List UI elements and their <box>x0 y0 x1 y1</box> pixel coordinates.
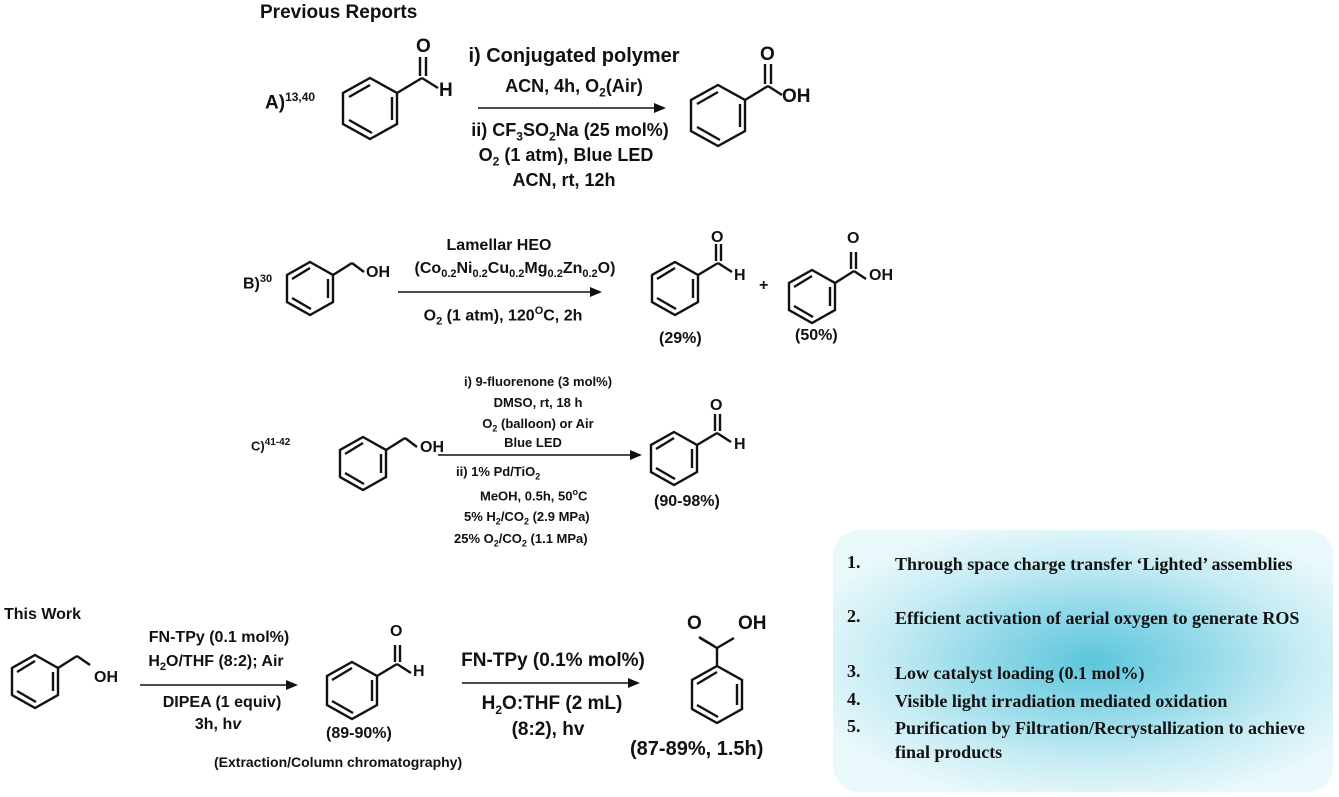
highlight-number: 3. <box>847 661 861 681</box>
this-work-purification-note: (Extraction/Column chromatography) <box>214 754 463 770</box>
scheme-b-product1-oxygen: O <box>711 229 724 246</box>
benzaldehyde-structure-c <box>649 414 732 487</box>
scheme-b-product2-yield: (50%) <box>795 327 838 344</box>
scheme-a-condition-ii-light: O2 (1 atm), Blue LED <box>478 145 654 169</box>
scheme-b-product2-hydroxyl: OH <box>869 267 893 284</box>
benzaldehyde-structure-this-work <box>325 645 412 721</box>
scheme-b-label: B)30 <box>243 273 273 293</box>
highlight-text: Purification by Filtration/Recrystalliza… <box>895 718 1305 762</box>
scheme-a-label: A)13,40 <box>265 90 316 114</box>
scheme-c-condition-i-solvent: DMSO, rt, 18 h <box>493 395 583 410</box>
step1-time-light: 3h, hv <box>194 716 242 733</box>
heading-previous-reports: Previous Reports <box>260 2 418 23</box>
benzyl-alcohol-structure-b <box>285 260 365 317</box>
scheme-c-condition-i-catalyst: i) 9-fluorenone (3 mol%) <box>463 374 613 389</box>
step2-catalyst: FN-TPy (0.1% mol%) <box>461 650 645 671</box>
scheme-a-condition-i: i) Conjugated polymer <box>468 45 680 67</box>
scheme-a-condition-ii-solvent: ACN, rt, 12h <box>512 170 616 190</box>
reaction-arrow-b <box>398 287 602 297</box>
benzaldehyde-structure-b <box>650 244 733 317</box>
scheme-c-condition-ii-o2: 25% O2/CO2 (1.1 MPa) <box>454 531 588 549</box>
this-work-start-hydroxyl: OH <box>94 669 118 686</box>
scheme-b-start-hydroxyl: OH <box>366 264 390 281</box>
scheme-b-catalyst-formula: (Co0.2Ni0.2Cu0.2Mg0.2Zn0.2O) <box>414 260 616 281</box>
scheme-a-start-oxygen: O <box>416 36 431 57</box>
this-work-intermediate-yield: (89-90%) <box>326 725 392 742</box>
scheme-c-product-oxygen: O <box>710 397 723 414</box>
highlight-number: 5. <box>847 716 861 736</box>
highlight-number: 4. <box>847 689 861 709</box>
scheme-a-start-hydrogen: H <box>439 80 453 101</box>
heading-this-work: This Work <box>4 606 82 623</box>
scheme-c-product-hydrogen: H <box>734 436 746 453</box>
scheme-b-product1-hydrogen: H <box>734 267 746 284</box>
highlights-panel: 1. Through space charge transfer ‘Lighte… <box>833 530 1333 792</box>
step2-solvent: H2O:THF (2 mL) <box>481 693 623 717</box>
reaction-arrow-a <box>478 103 666 113</box>
benzoic-acid-structure-a <box>689 64 783 148</box>
reaction-arrow-step1 <box>140 680 298 690</box>
scheme-c-condition-ii-catalyst: ii) 1% Pd/TiO2 <box>456 464 541 482</box>
highlight-text: Low catalyst loading (0.1 mol%) <box>895 663 1145 683</box>
scheme-b-catalyst-name: Lamellar HEO <box>446 237 552 254</box>
highlight-text: Through space charge transfer ‘Lighted’ … <box>895 554 1293 574</box>
highlight-text: Efficient activation of aerial oxygen to… <box>895 608 1300 628</box>
this-work-intermediate-oxygen: O <box>390 623 403 640</box>
scheme-a-product-hydroxyl: OH <box>782 86 811 107</box>
step1-catalyst: FN-TPy (0.1 mol%) <box>148 629 290 646</box>
step2-ratio-light: (8:2), hv <box>511 719 585 740</box>
step1-solvent: H2O/THF (8:2); Air <box>148 653 284 674</box>
this-work-intermediate-hydrogen: H <box>413 663 425 680</box>
scheme-c-condition-ii-h2: 5% H2/CO2 (2.9 MPa) <box>464 509 590 527</box>
scheme-a-condition-i-solvent: ACN, 4h, O2(Air) <box>505 76 643 100</box>
scheme-b-product1-yield: (29%) <box>659 330 702 347</box>
scheme-b-conditions: O2 (1 atm), 120OC, 2h <box>423 305 583 328</box>
scheme-a-condition-ii-reagent: ii) CF3SO2Na (25 mol%) <box>471 120 669 144</box>
scheme-b-plus: + <box>759 277 769 294</box>
benzaldehyde-structure-a <box>341 57 439 141</box>
benzyl-alcohol-structure-this-work <box>10 653 91 710</box>
scheme-a-product-oxygen: O <box>760 44 775 65</box>
scheme-c-label: C)41-42 <box>251 437 291 454</box>
highlight-text: Visible light irradiation mediated oxida… <box>895 691 1228 711</box>
step1-base: DIPEA (1 equiv) <box>162 694 282 711</box>
scheme-b-product2-oxygen: O <box>847 230 860 247</box>
benzyl-alcohol-structure-c <box>338 435 418 492</box>
reaction-arrow-step2 <box>462 678 640 688</box>
this-work-product-hydroxyl: OH <box>738 613 767 634</box>
benzoic-acid-structure-this-work <box>690 635 744 725</box>
benzoic-acid-structure-b <box>787 252 867 325</box>
reaction-arrow-c <box>438 450 642 460</box>
highlight-number: 2. <box>847 606 861 626</box>
scheme-c-product-yield: (90-98%) <box>654 493 720 510</box>
scheme-c-condition-i-oxidant: O2 (balloon) or Air <box>482 416 594 434</box>
scheme-c-condition-ii-solvent: MeOH, 0.5h, 50oC <box>480 487 588 504</box>
scheme-c-condition-i-light: Blue LED <box>504 435 562 450</box>
highlight-number: 1. <box>847 552 861 572</box>
this-work-product-yield: (87-89%, 1.5h) <box>630 738 764 760</box>
scheme-c-start-hydroxyl: OH <box>420 439 444 456</box>
this-work-product-oxygen: O <box>687 613 702 634</box>
